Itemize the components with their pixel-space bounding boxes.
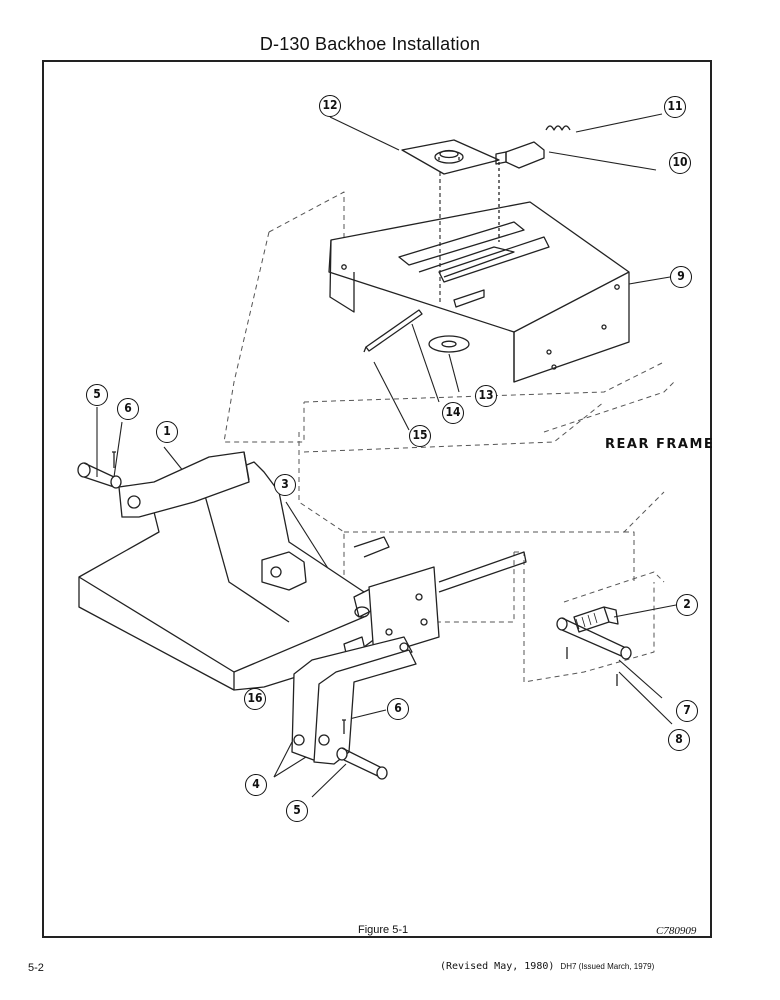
figure-frame <box>42 60 712 938</box>
callout-8: 8 <box>668 729 690 751</box>
revision-date: (Revised May, 1980) <box>440 961 555 972</box>
callout-14: 14 <box>442 402 464 424</box>
callout-7: 7 <box>676 700 698 722</box>
callout-12: 12 <box>319 95 341 117</box>
callout-13: 13 <box>475 385 497 407</box>
callout-5-lower: 5 <box>286 800 308 822</box>
latch-10 <box>495 141 545 242</box>
cotter-pin-6-upper <box>112 451 116 468</box>
cotter-pins-8 <box>566 647 618 686</box>
figure-caption: Figure 5-1 <box>358 924 409 936</box>
callout-15: 15 <box>409 425 431 447</box>
callout-6-lower: 6 <box>387 698 409 720</box>
callout-5-upper: 5 <box>86 384 108 406</box>
callout-11: 11 <box>664 96 686 118</box>
pin-14 <box>363 309 423 353</box>
pin-7 <box>556 617 632 660</box>
plate-12 <box>401 139 500 175</box>
revision-note: (Revised May, 1980) DH7 (Issued March, 1… <box>440 961 654 972</box>
drawing-code: C780909 <box>656 925 697 937</box>
callout-3: 3 <box>274 474 296 496</box>
page-number: 5-2 <box>28 962 44 974</box>
callout-6-upper: 6 <box>117 398 139 420</box>
pin-5-left <box>77 462 122 489</box>
issue-date: DH7 (Issued March, 1979) <box>560 962 655 971</box>
cotter-pin-6-lower <box>342 719 346 734</box>
callout-4: 4 <box>245 774 267 796</box>
exploded-parts-drawing <box>77 113 677 798</box>
washer-13 <box>428 335 470 353</box>
mount-plate <box>368 551 527 658</box>
mounting-bracket-9 <box>328 201 630 383</box>
callout-1: 1 <box>156 421 178 443</box>
callout-16: 16 <box>244 688 266 710</box>
clevis-plates-4 <box>291 636 417 765</box>
spring-11 <box>545 125 571 131</box>
callout-10: 10 <box>669 152 691 174</box>
rear-frame-label: REAR FRAME <box>605 437 715 452</box>
page-title: D-130 Backhoe Installation <box>259 34 481 54</box>
figure-frame-top <box>42 60 712 62</box>
pin-5-lower <box>336 747 388 780</box>
rear-frame-outline <box>223 191 675 683</box>
callout-2: 2 <box>676 594 698 616</box>
callout-9: 9 <box>670 266 692 288</box>
bolt-2 <box>573 606 619 633</box>
